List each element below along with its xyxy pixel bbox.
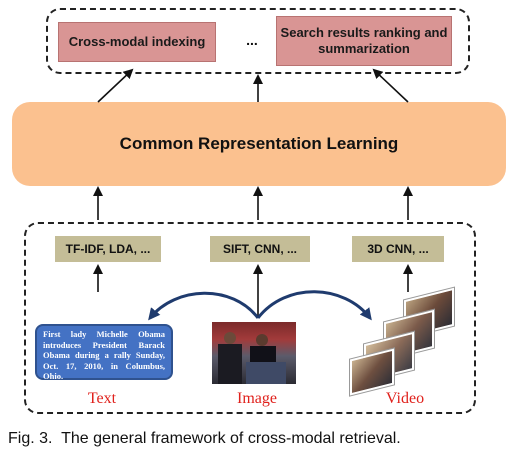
cross-modal-indexing-box: Cross-modal indexing xyxy=(58,22,216,62)
output-group xyxy=(46,8,470,74)
text-modality-label: Text xyxy=(87,390,117,407)
video-feature-box: 3D CNN, ... xyxy=(352,236,444,262)
ranking-summarization-box: Search results ranking and summarization xyxy=(276,16,452,66)
curve-image-to-video xyxy=(256,290,372,321)
image-feature-box: SIFT, CNN, ... xyxy=(210,236,310,262)
video-modality-label: Video xyxy=(385,390,425,407)
input-group xyxy=(24,222,476,414)
ellipsis-text: ... xyxy=(246,32,258,48)
text-sample-card: First lady Michelle Obama introduces Pre… xyxy=(35,324,173,381)
figure-caption: Fig. 3. The general framework of cross-m… xyxy=(8,430,401,447)
image-sample-photo xyxy=(212,322,296,384)
arrow-crl-to-ranking xyxy=(372,68,409,103)
text-feature-box: TF-IDF, LDA, ... xyxy=(55,236,161,262)
image-modality-label: Image xyxy=(237,390,277,407)
common-representation-learning-box: Common Representation Learning xyxy=(12,102,506,186)
arrow-crl-to-indexing xyxy=(97,68,134,103)
curve-image-to-text xyxy=(148,291,260,321)
